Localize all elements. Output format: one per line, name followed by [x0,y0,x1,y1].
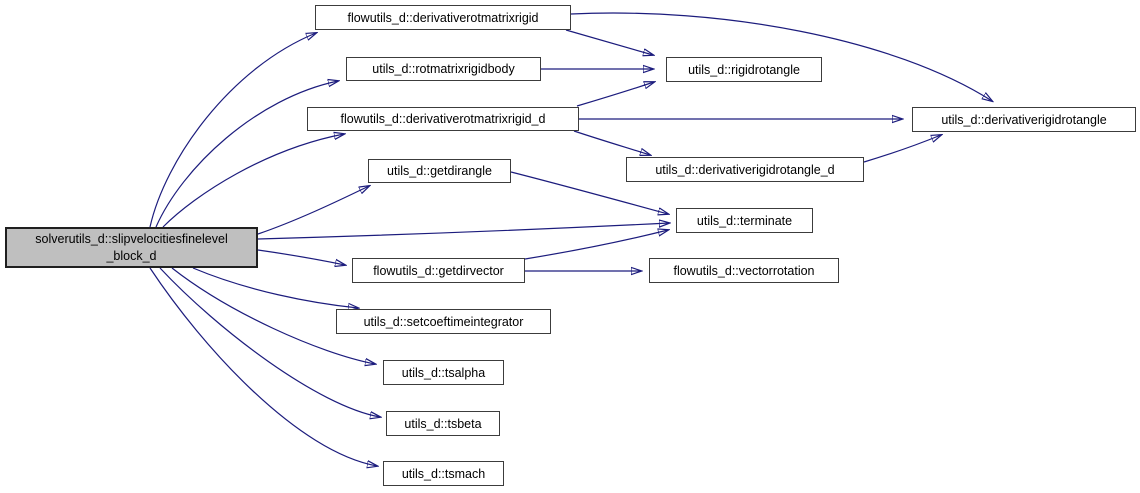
node-derivativerotmatrixrigid-d[interactable]: flowutils_d::derivativerotmatrixrigid_d [307,107,579,131]
root-label-line2: _block_d [106,248,157,263]
edge-derivativerotmatrixrigid-rigidrotangle [565,29,653,55]
edge-root-tsalpha [171,267,375,364]
edge-root-derivativerotmatrixrigid_d [162,134,344,228]
node-terminate[interactable]: utils_d::terminate [676,208,813,233]
node-tsbeta[interactable]: utils_d::tsbeta [386,411,500,436]
node-getdirangle[interactable]: utils_d::getdirangle [368,159,511,183]
node-vectorrotation[interactable]: flowutils_d::vectorrotation [649,258,839,283]
node-tsmach[interactable]: utils_d::tsmach [383,461,504,486]
edge-root-setcoeftimeintegrator [192,267,358,308]
edge-root-tsbeta [159,267,380,417]
edge-root-derivativerotmatrixrigid [149,33,316,228]
edge-root-getdirvector [257,249,345,265]
edge-derivativerotmatrixrigid_d-rigidrotangle [576,82,654,107]
node-rotmatrixrigidbody[interactable]: utils_d::rotmatrixrigidbody [346,57,541,81]
edge-derivativerotmatrixrigid-derivativerigidrotangle [570,12,992,101]
edge-root-terminate [257,223,669,240]
node-rigidrotangle[interactable]: utils_d::rigidrotangle [666,57,822,82]
node-derivativerotmatrixrigid[interactable]: flowutils_d::derivativerotmatrixrigid [315,5,571,30]
edge-getdirangle-terminate [510,171,668,214]
node-setcoeftimeintegrator[interactable]: utils_d::setcoeftimeintegrator [336,309,551,334]
edge-root-tsmach [149,267,377,466]
node-derivativerigidrotangle[interactable]: utils_d::derivativerigidrotangle [912,107,1136,132]
edge-derivativerigidrotangle_d-derivativerigidrotangle [863,135,941,163]
edge-getdirvector-terminate [524,230,668,260]
node-slipvelocitiesfinelevel-block-d: solverutils_d::slipvelocitiesfinelevel _… [5,227,258,268]
edge-root-getdirangle [257,186,369,235]
root-label-line1: solverutils_d::slipvelocitiesfinelevel [35,232,228,247]
edge-root-rotmatrixrigidbody [155,81,338,228]
node-getdirvector[interactable]: flowutils_d::getdirvector [352,258,525,283]
node-tsalpha[interactable]: utils_d::tsalpha [383,360,504,385]
edge-derivativerotmatrixrigid_d-derivativerigidrotangle_d [573,130,650,155]
node-derivativerigidrotangle-d[interactable]: utils_d::derivativerigidrotangle_d [626,157,864,182]
